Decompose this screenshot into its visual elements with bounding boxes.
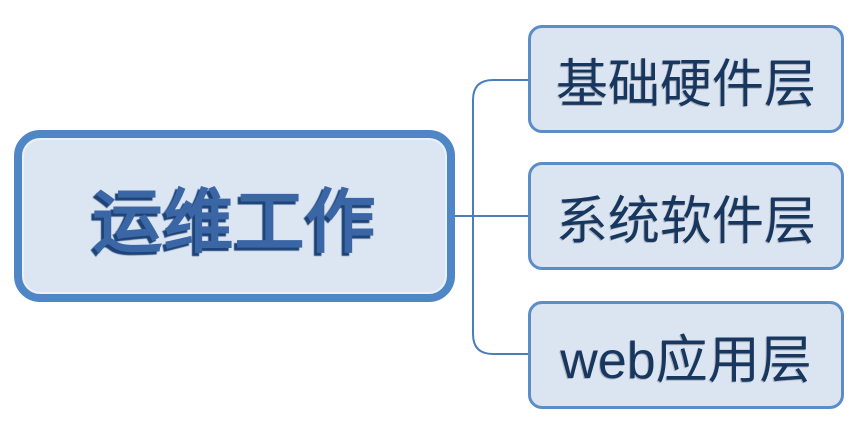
connector-root-to-bottom-child bbox=[472, 216, 530, 355]
root-node-label: 运维工作 bbox=[92, 182, 377, 261]
child-node-hardware-layer[interactable]: 基础硬件层 bbox=[528, 25, 844, 133]
child-node-label: 系统软件层 bbox=[555, 192, 816, 251]
connector-root-to-top-child bbox=[472, 79, 530, 216]
child-node-label: 基础硬件层 bbox=[555, 55, 816, 114]
child-node-system-software-layer[interactable]: 系统软件层 bbox=[528, 162, 844, 270]
child-node-web-application-layer[interactable]: web应用层 bbox=[528, 301, 844, 409]
child-node-label: web应用层 bbox=[560, 331, 812, 390]
root-node[interactable]: 运维工作 bbox=[14, 130, 455, 302]
